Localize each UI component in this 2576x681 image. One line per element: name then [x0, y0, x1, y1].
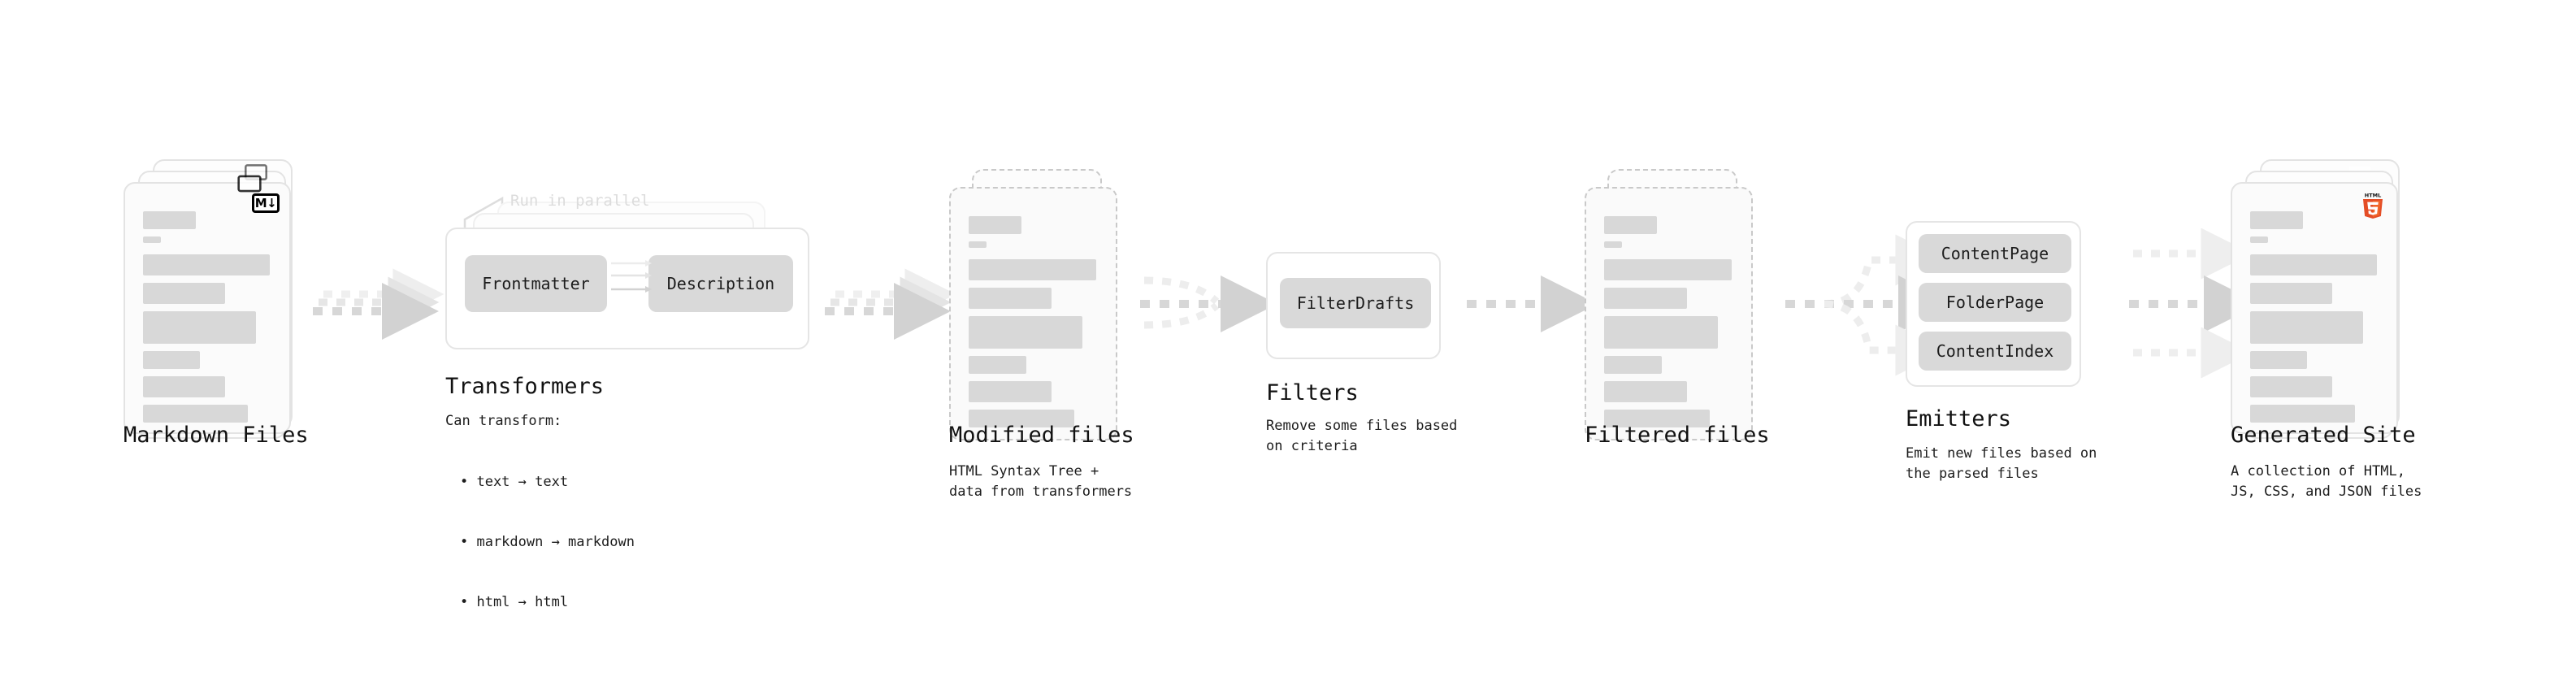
filters-title: Filters [1266, 380, 1359, 406]
filters-pill-filterdrafts[interactable]: FilterDrafts [1280, 278, 1431, 328]
site-card-front: HTML [2231, 182, 2398, 434]
markdown-icon: M↓ [252, 193, 280, 213]
connector-filtered-to-emitters [1785, 234, 1955, 376]
connector-emitters-to-site [2129, 228, 2261, 379]
transformer-pill-description[interactable]: Description [648, 255, 793, 312]
markdown-card-front: M↓ [124, 182, 291, 434]
filters-caption: Remove some files based on criteria [1266, 418, 1458, 454]
site-card-content [2250, 211, 2377, 430]
filters-box[interactable]: FilterDrafts [1266, 252, 1441, 359]
run-in-parallel-note: Run in parallel [510, 192, 650, 210]
transformer-box-front[interactable]: Frontmatter Description [445, 228, 809, 349]
modified-card-front [949, 187, 1117, 440]
svg-text:HTML: HTML [2365, 193, 2381, 199]
html5-icon: HTML [2361, 192, 2385, 219]
emitters-pill-folderpage[interactable]: FolderPage [1919, 283, 2071, 322]
markdown-card-content [143, 211, 270, 430]
emitters-pill-contentpage[interactable]: ContentPage [1919, 234, 2071, 273]
connector-modified-to-filters [1140, 275, 1277, 332]
filtered-files-title: Filtered files [1585, 423, 1770, 448]
emitters-caption: Emit new files based on the parsed files [1906, 445, 2097, 482]
transformer-pill-frontmatter[interactable]: Frontmatter [465, 255, 607, 312]
filtered-card-content [1604, 216, 1732, 435]
markdown-icon-mid [237, 175, 262, 193]
transformers-bullets: • text → text • markdown → markdown • ht… [460, 432, 635, 653]
connector-md-to-transformers [313, 268, 445, 340]
connector-transformers-to-modified [825, 268, 956, 340]
modified-card-content [969, 216, 1096, 435]
markdown-files-title: Markdown Files [124, 423, 309, 448]
transformers-bullet-text: • text → text [460, 474, 569, 491]
transformers-title: Transformers [445, 374, 605, 399]
generated-site-title: Generated Site [2231, 423, 2416, 448]
modified-files-caption: HTML Syntax Tree + data from transformer… [949, 463, 1133, 500]
transformer-inner-arrows [611, 260, 652, 293]
emitters-box[interactable]: ContentPage FolderPage ContentIndex [1906, 221, 2081, 387]
html5-icon-svg: HTML [2363, 193, 2383, 219]
transformers-bullet-html: • html → html [460, 594, 569, 611]
transformers-bullet-markdown: • markdown → markdown [460, 534, 635, 551]
emitters-title: Emitters [1906, 406, 2012, 432]
generated-site-caption: A collection of HTML, JS, CSS, and JSON … [2231, 463, 2422, 500]
transformers-caption: Can transform: [445, 413, 562, 429]
emitters-pill-contentindex[interactable]: ContentIndex [1919, 332, 2071, 371]
modified-files-title: Modified files [949, 423, 1134, 448]
filtered-card-front [1585, 187, 1753, 440]
